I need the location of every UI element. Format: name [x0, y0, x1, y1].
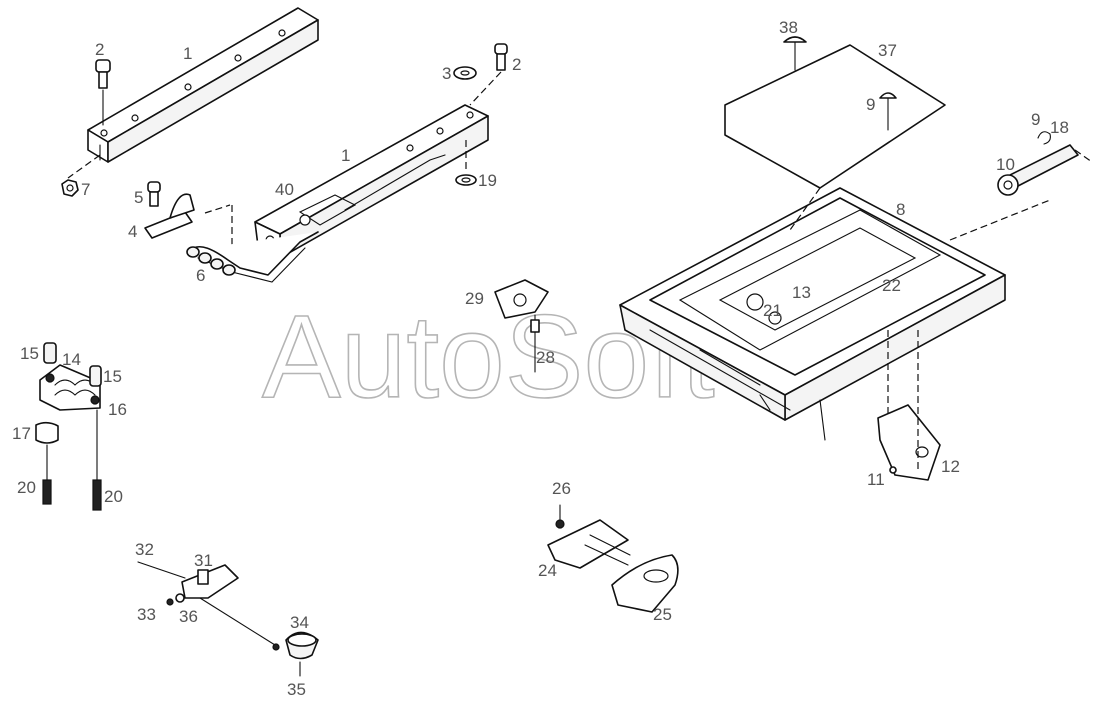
- label-33: 33: [137, 605, 156, 624]
- label-37: 37: [878, 41, 897, 60]
- bolt-right: [469, 43, 508, 106]
- seat-rail-left: [87, 7, 319, 163]
- bolt-28: [530, 314, 540, 373]
- label-1a: 1: [183, 44, 192, 63]
- handle-25: [611, 554, 679, 613]
- label-15b: 15: [103, 367, 122, 386]
- label-13: 13: [792, 283, 811, 302]
- label-20b: 20: [104, 487, 123, 506]
- label-14: 14: [62, 350, 81, 369]
- label-5: 5: [134, 188, 143, 207]
- washer-3: [453, 66, 477, 80]
- washer-19: [455, 140, 477, 186]
- spacer-15-left: [43, 342, 57, 364]
- release-handle-6: [186, 231, 319, 283]
- screw-11: [889, 466, 897, 474]
- label-16: 16: [108, 400, 127, 419]
- bracket-4: [144, 193, 233, 248]
- cable-32: [137, 561, 280, 651]
- lever-31: [181, 564, 239, 599]
- label-21: 21: [763, 301, 782, 320]
- nut-7: [61, 154, 101, 197]
- cap-17: [35, 421, 59, 444]
- label-35: 35: [287, 680, 306, 699]
- washer-36: [175, 593, 185, 603]
- label-8: 8: [896, 200, 905, 219]
- seat-rail-right: [254, 104, 489, 259]
- clip-18: [1037, 131, 1051, 145]
- label-31: 31: [194, 551, 213, 570]
- label-20a: 20: [17, 478, 36, 497]
- label-17: 17: [12, 424, 31, 443]
- bolt-20-left: [42, 444, 52, 505]
- label-26: 26: [552, 479, 571, 498]
- lock-mechanism-14: [39, 364, 101, 411]
- label-24: 24: [538, 561, 557, 580]
- label-29: 29: [465, 289, 484, 308]
- bracket-12: [877, 330, 941, 481]
- label-2a: 2: [95, 40, 104, 59]
- lever-24: [547, 504, 631, 569]
- label-7: 7: [81, 180, 90, 199]
- bolt-20-right: [92, 409, 102, 511]
- label-25: 25: [653, 605, 672, 624]
- label-10: 10: [996, 155, 1015, 174]
- label-40: 40: [275, 180, 294, 199]
- label-3: 3: [442, 64, 451, 83]
- label-34: 34: [290, 613, 309, 632]
- bolt-5: [147, 181, 161, 207]
- label-32: 32: [135, 540, 154, 559]
- label-22: 22: [882, 276, 901, 295]
- label-36: 36: [179, 607, 198, 626]
- label-9b: 9: [1031, 110, 1040, 129]
- label-6: 6: [196, 266, 205, 285]
- seat-frame-8: [619, 187, 1006, 441]
- pin-10: [997, 144, 1093, 196]
- label-2b: 2: [512, 55, 521, 74]
- label-18: 18: [1050, 118, 1069, 137]
- bracket-29: [494, 279, 549, 319]
- label-28: 28: [536, 348, 555, 367]
- rivet-38: [783, 36, 807, 71]
- label-11: 11: [867, 470, 885, 489]
- label-15a: 15: [20, 344, 39, 363]
- label-12: 12: [941, 457, 960, 476]
- callout-labels: 1 2 3 2 1 7 5 40 19 4 6 38 37 9 9 18 10 …: [12, 18, 1069, 699]
- bolt-left: [95, 59, 111, 126]
- spacer-15-right: [89, 365, 102, 387]
- label-4: 4: [128, 222, 137, 241]
- screw-33: [166, 598, 174, 606]
- label-9a: 9: [866, 95, 875, 114]
- label-38: 38: [779, 18, 798, 37]
- rivet-9: [879, 92, 897, 131]
- label-1b: 1: [341, 146, 350, 165]
- cover-panel-37: [724, 44, 1051, 241]
- knob-34: [285, 631, 319, 660]
- label-19: 19: [478, 171, 497, 190]
